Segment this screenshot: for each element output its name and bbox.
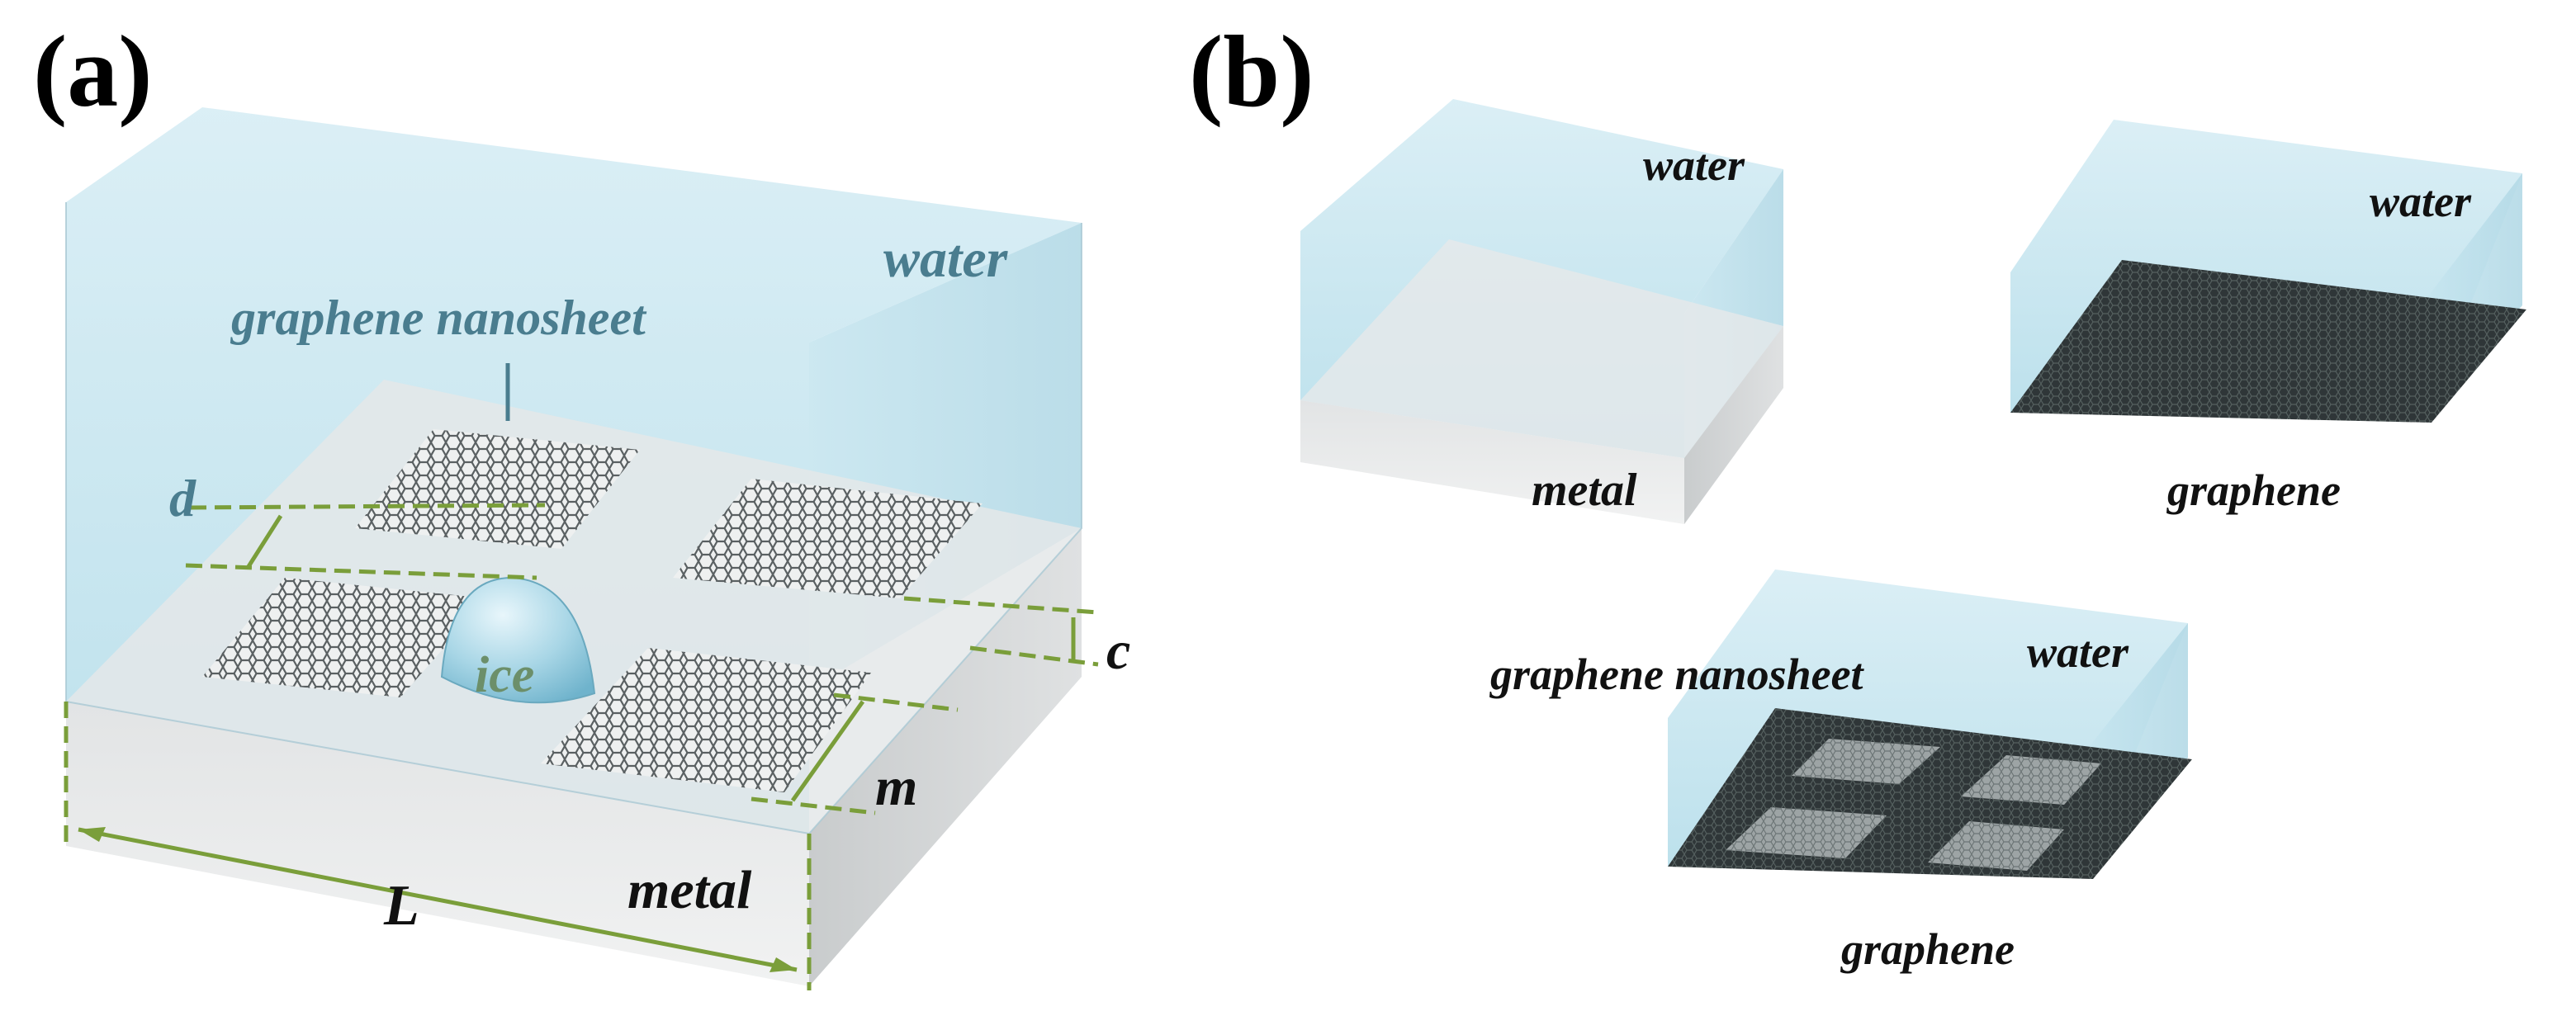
label-L: L xyxy=(383,874,419,938)
graphene-nanosheet-2 xyxy=(673,479,983,598)
box3-water-label: water xyxy=(2027,627,2129,677)
box3-nanosheet-label: graphene nanosheet xyxy=(1489,650,1865,699)
dim-L-arrow xyxy=(78,827,798,972)
dim-L-arrowhead-right xyxy=(769,957,797,972)
label-d: d xyxy=(169,469,197,527)
box3-nanosheet-1 xyxy=(1792,739,1940,784)
box-water-metal: water metal xyxy=(1300,99,1783,524)
label-c: c xyxy=(1106,621,1130,681)
metal-side-face xyxy=(809,528,1082,986)
box3-graphene-label: graphene xyxy=(1840,924,2015,974)
box3-nanosheet-4 xyxy=(1928,821,2064,871)
dim-c-line-bottom xyxy=(969,645,1099,667)
dim-d-line-bottom xyxy=(185,563,537,580)
dim-m-arrow xyxy=(790,700,865,802)
label-ice: ice xyxy=(475,647,534,703)
box1-metal-side xyxy=(1684,326,1783,524)
label-graphene-nanosheet-a: graphene nanosheet xyxy=(230,291,647,345)
box2-graphene-label: graphene xyxy=(2166,465,2341,515)
box-water-graphene-nanosheet: water graphene nanosheet graphene xyxy=(1489,569,2192,974)
graphene-nanosheet-1 xyxy=(355,429,640,549)
panel-b-label: (b) xyxy=(1189,15,1314,128)
ice-droplet xyxy=(440,576,596,704)
panel-a: (a) xyxy=(33,15,1130,990)
dim-d-arrow xyxy=(245,514,283,569)
dim-d-line-top xyxy=(189,503,546,510)
box-water-graphene: water graphene xyxy=(2010,120,2526,515)
label-water-a: water xyxy=(883,229,1009,289)
label-m: m xyxy=(875,757,917,817)
box2-water-label: water xyxy=(2370,177,2472,226)
dim-c-line-top xyxy=(903,596,1099,615)
dim-m-line-top xyxy=(833,692,959,712)
panel-b: (b) water metal water graphene xyxy=(1189,15,2526,974)
box1-metal-top xyxy=(1300,239,1783,458)
box2-graphene-sheet xyxy=(2010,260,2526,423)
metal-front-face xyxy=(66,702,809,986)
panel-a-label: (a) xyxy=(33,15,153,128)
dim-L-arrowhead-left xyxy=(78,827,106,842)
box1-metal-front xyxy=(1300,400,1684,524)
box1-metal-label: metal xyxy=(1532,465,1637,516)
box1-water-label: water xyxy=(1643,140,1745,190)
graphene-nanosheet-3 xyxy=(202,578,487,697)
box3-nanosheet-3 xyxy=(1726,807,1887,858)
dim-m-line-bottom xyxy=(751,796,876,815)
box3-nanosheet-2 xyxy=(1961,755,2101,805)
graphene-nanosheet-4 xyxy=(541,648,871,792)
label-metal-a: metal xyxy=(627,860,752,920)
